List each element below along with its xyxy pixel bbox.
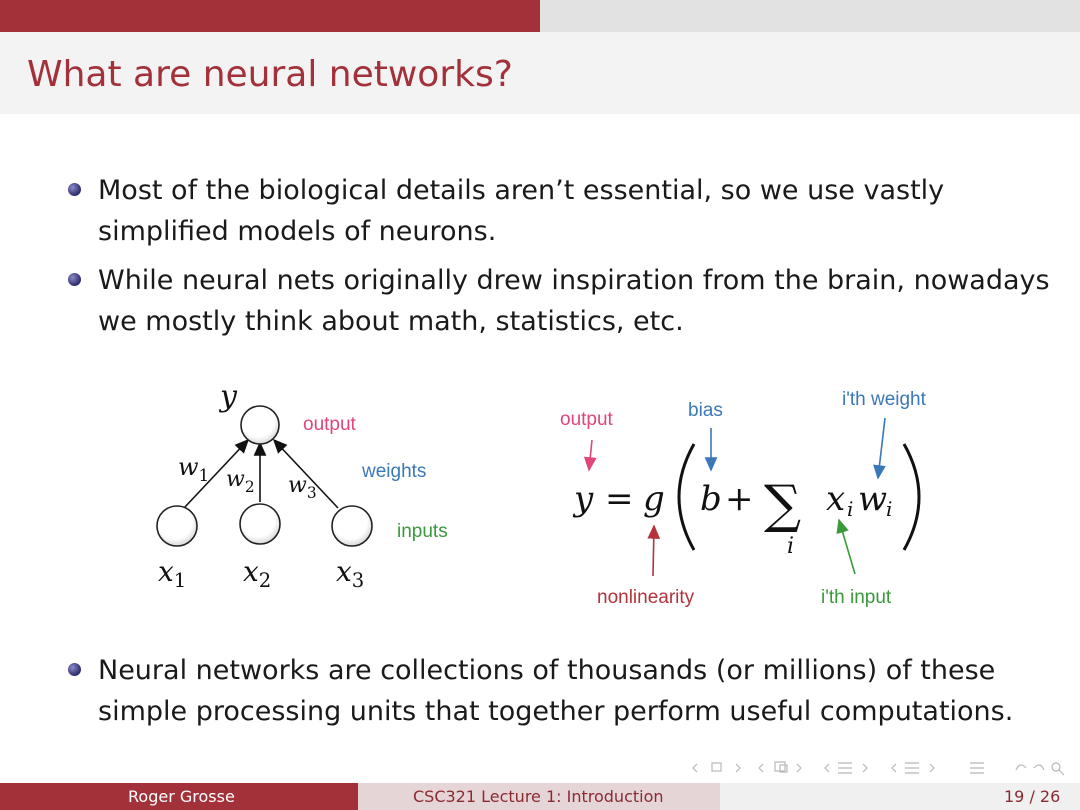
output-node bbox=[240, 405, 280, 445]
nav-subsection-icon[interactable] bbox=[838, 762, 852, 774]
formula-weight-label: i'th weight bbox=[842, 389, 927, 410]
nav-frame-shadow bbox=[779, 764, 788, 773]
footer-page-section: 19 / 26 bbox=[720, 783, 1080, 810]
formula-plus: + bbox=[725, 479, 754, 519]
nav-document-icon[interactable] bbox=[970, 762, 984, 774]
formula-b: b bbox=[700, 479, 722, 519]
input-label-3: x3 bbox=[336, 555, 364, 592]
formula-w-subscript: i bbox=[886, 497, 892, 521]
formula-nonlinearity-label: nonlinearity bbox=[597, 587, 695, 608]
input-node-1 bbox=[156, 505, 198, 547]
input-node-3 bbox=[331, 505, 373, 547]
nav-next-section-icon[interactable] bbox=[929, 763, 935, 773]
formula-sum-index: i bbox=[787, 534, 794, 559]
nav-next-frame-icon[interactable] bbox=[796, 763, 802, 773]
top-bar-left bbox=[0, 0, 540, 32]
output-arrow bbox=[583, 439, 597, 472]
bullet-text: Most of the biological details aren’t es… bbox=[98, 175, 945, 247]
nav-section-icon[interactable] bbox=[905, 762, 919, 774]
formula-left-paren bbox=[677, 443, 696, 551]
footer-page-number: 19 / 26 bbox=[1004, 787, 1061, 806]
weight-label-2: w2 bbox=[226, 467, 255, 496]
bullet-dot-icon bbox=[68, 273, 81, 286]
edge-3 bbox=[272, 438, 339, 509]
diagram-output-label: output bbox=[303, 414, 357, 435]
nav-forward-icon[interactable] bbox=[1033, 764, 1045, 771]
edge-1 bbox=[183, 438, 250, 509]
input-node-2 bbox=[239, 503, 281, 545]
formula-output-label: output bbox=[560, 409, 614, 430]
bullet-text: Neural networks are collections of thous… bbox=[98, 655, 1014, 727]
footer-author: Roger Grosse bbox=[128, 787, 235, 806]
formula-right-paren bbox=[902, 443, 921, 551]
output-variable: y bbox=[218, 379, 238, 414]
nav-next-slide-icon[interactable] bbox=[735, 763, 741, 773]
footer-course-section: CSC321 Lecture 1: Introduction bbox=[358, 783, 720, 810]
formula-x-subscript: i bbox=[847, 497, 853, 521]
nav-search-handle bbox=[1058, 769, 1065, 776]
bullet-dot-icon bbox=[68, 183, 81, 196]
weight-label-1: w1 bbox=[178, 453, 209, 485]
slide-title: What are neural networks? bbox=[27, 54, 513, 95]
nav-prev-subsection-icon[interactable] bbox=[824, 763, 830, 773]
nav-next-subsection-icon[interactable] bbox=[862, 763, 868, 773]
nav-search-icon[interactable] bbox=[1051, 762, 1061, 772]
diagram-inputs-label: inputs bbox=[397, 521, 448, 542]
input-label-1: x1 bbox=[158, 555, 186, 592]
title-bar bbox=[0, 32, 1080, 114]
formula-input-label: i'th input bbox=[821, 587, 892, 608]
nav-back-icon[interactable] bbox=[1015, 764, 1027, 771]
formula-y: y bbox=[572, 479, 594, 519]
bullet-text: While neural nets originally drew inspir… bbox=[98, 265, 1050, 337]
bullet-dot-icon bbox=[68, 663, 81, 676]
top-bar-right bbox=[540, 0, 1080, 32]
nav-prev-section-icon[interactable] bbox=[891, 763, 897, 773]
nav-prev-frame-icon[interactable] bbox=[758, 763, 764, 773]
weight-arrow bbox=[873, 417, 886, 480]
formula-bias-label: bias bbox=[688, 400, 723, 421]
diagram-weights-label: weights bbox=[361, 461, 426, 482]
footer-bar: Roger Grosse CSC321 Lecture 1: Introduct… bbox=[0, 783, 1080, 810]
weight-label-3: w3 bbox=[288, 473, 317, 502]
navigation-symbols[interactable] bbox=[692, 761, 1065, 776]
formula-w: w bbox=[858, 479, 887, 519]
nav-slide-icon[interactable] bbox=[711, 762, 722, 772]
formula-x: x bbox=[826, 479, 845, 519]
formula-sum: ∑ bbox=[764, 475, 801, 535]
top-progress-bar bbox=[0, 0, 1080, 32]
input-label-2: x2 bbox=[243, 555, 271, 592]
input-arrow bbox=[836, 518, 856, 575]
footer-author-section: Roger Grosse bbox=[0, 783, 358, 810]
formula-g: g bbox=[643, 479, 665, 519]
formula-equals: = bbox=[605, 479, 634, 519]
nav-prev-slide-icon[interactable] bbox=[692, 763, 698, 773]
nonlinearity-arrow bbox=[647, 524, 661, 577]
footer-course: CSC321 Lecture 1: Introduction bbox=[413, 787, 664, 806]
